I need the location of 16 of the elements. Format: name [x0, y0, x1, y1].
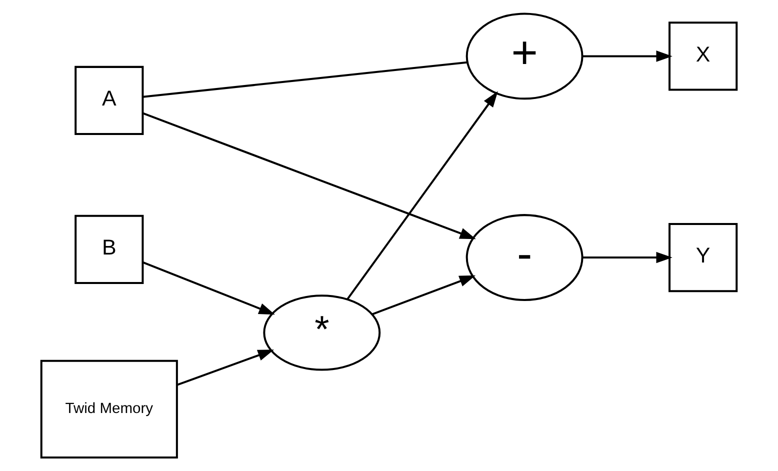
- node-box: X: [668, 22, 738, 91]
- arrow: [582, 50, 672, 62]
- node-box: A: [74, 66, 144, 136]
- arrow: [346, 91, 498, 300]
- node-ellipse: -: [466, 214, 584, 301]
- arrow: [142, 112, 476, 240]
- arrow: [142, 261, 275, 315]
- node-box: Twid Memory: [40, 360, 178, 459]
- arrow: [582, 252, 672, 264]
- arrow: [176, 350, 274, 386]
- arrow: [372, 275, 476, 316]
- node-ellipse: *: [263, 294, 381, 371]
- connector: [142, 61, 468, 98]
- node-box: B: [74, 214, 144, 284]
- node-ellipse: +: [466, 12, 584, 100]
- node-box: Y: [668, 222, 738, 292]
